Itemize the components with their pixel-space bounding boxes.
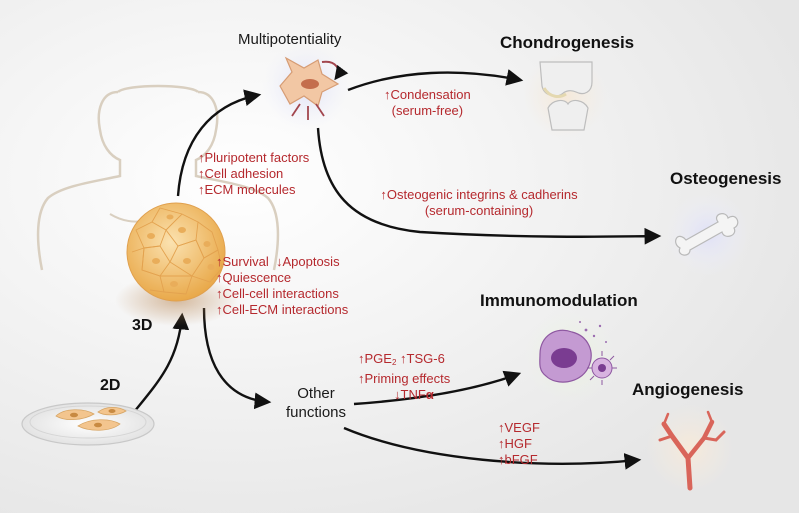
other-functions-line2: functions — [285, 404, 347, 421]
multipotentiality-label: Multipotentiality — [238, 31, 342, 48]
other-functions-line1: Other — [297, 385, 335, 402]
chondrogenesis-condition: ↑Condensation (serum-free) — [384, 87, 471, 119]
arrow-to-angiogenesis — [343, 426, 642, 470]
arrow-to-osteogenesis — [316, 127, 662, 245]
human-silhouette-icon — [36, 84, 280, 271]
spheroid-effects: ↑Survival ↓Apoptosis ↑Quiescence ↑Cell-c… — [216, 254, 348, 318]
tsg-text: ↑TSG-6 — [400, 351, 445, 366]
osteogenesis-title: Osteogenesis — [670, 169, 782, 188]
effect-item: ↑Survival ↓Apoptosis — [216, 254, 348, 270]
factor-item: ↑bFGF — [498, 452, 538, 467]
factor-item: ↑Pluripotent factors — [198, 150, 310, 165]
arrow-2d-to-3d — [133, 312, 190, 413]
stem-cell-icon — [262, 42, 350, 130]
other-functions-label: Other functions — [276, 384, 356, 422]
effect-item: ↑Quiescence — [216, 270, 292, 285]
survival-text: ↑Survival — [216, 254, 269, 269]
tnf-alpha-text: α — [425, 387, 434, 402]
pge-text: ↑PGE — [358, 351, 392, 366]
arrow-to-other-functions — [202, 307, 272, 410]
condition-line: (serum-free) — [391, 103, 464, 118]
immunomodulation-title: Immunomodulation — [480, 291, 638, 310]
condition-line: (serum-containing) — [424, 203, 534, 218]
petri-dish-icon — [21, 402, 155, 446]
bone-icon — [666, 192, 750, 276]
multipotentiality-factors: ↑Pluripotent factors ↑Cell adhesion ↑ECM… — [198, 150, 309, 198]
immune-cells-icon — [524, 311, 617, 403]
arrow-to-immunomodulation — [353, 370, 522, 406]
osteogenesis-condition: ↑Osteogenic integrins & cadherins (serum… — [370, 187, 588, 219]
factor-item: ↑Priming effects — [358, 371, 451, 386]
effect-item: ↑Cell-cell interactions — [216, 286, 339, 301]
factor-item: ↑VEGF — [498, 420, 540, 435]
pge-subscript: 2 — [391, 358, 397, 367]
chondrogenesis-title: Chondrogenesis — [500, 33, 635, 52]
arrow-3d-to-multipotentiality — [176, 89, 262, 197]
angiogenesis-factors: ↑VEGF ↑HGF ↑bFGF — [498, 420, 540, 468]
label-3d: 3D — [132, 317, 153, 334]
condition-line: ↑Osteogenic integrins & cadherins — [380, 187, 578, 202]
apoptosis-text: ↓Apoptosis — [275, 254, 340, 269]
spheroid-icon — [115, 202, 239, 326]
cartilage-joint-icon — [523, 54, 607, 138]
factor-item: ↑HGF — [498, 436, 532, 451]
factor-item: ↑ECM molecules — [198, 182, 296, 197]
angiogenesis-title: Angiogenesis — [632, 380, 744, 399]
arrows — [133, 69, 662, 470]
arrow-to-chondrogenesis — [347, 69, 524, 92]
blood-vessel-icon — [646, 404, 734, 492]
factor-item: ↑Cell adhesion — [198, 166, 284, 181]
immunomodulation-factors: ↑PGE2 ↑TSG-6 ↑Priming effects ↓TNFα — [358, 351, 450, 403]
label-2d: 2D — [100, 377, 121, 394]
factor-item: ↑PGE2 ↑TSG-6 — [358, 351, 450, 371]
condition-line: ↑Condensation — [384, 87, 471, 102]
factor-item: ↓TNFα — [358, 387, 450, 403]
effect-item: ↑Cell-ECM interactions — [216, 302, 349, 317]
tnf-text: ↓TNF — [394, 387, 426, 402]
